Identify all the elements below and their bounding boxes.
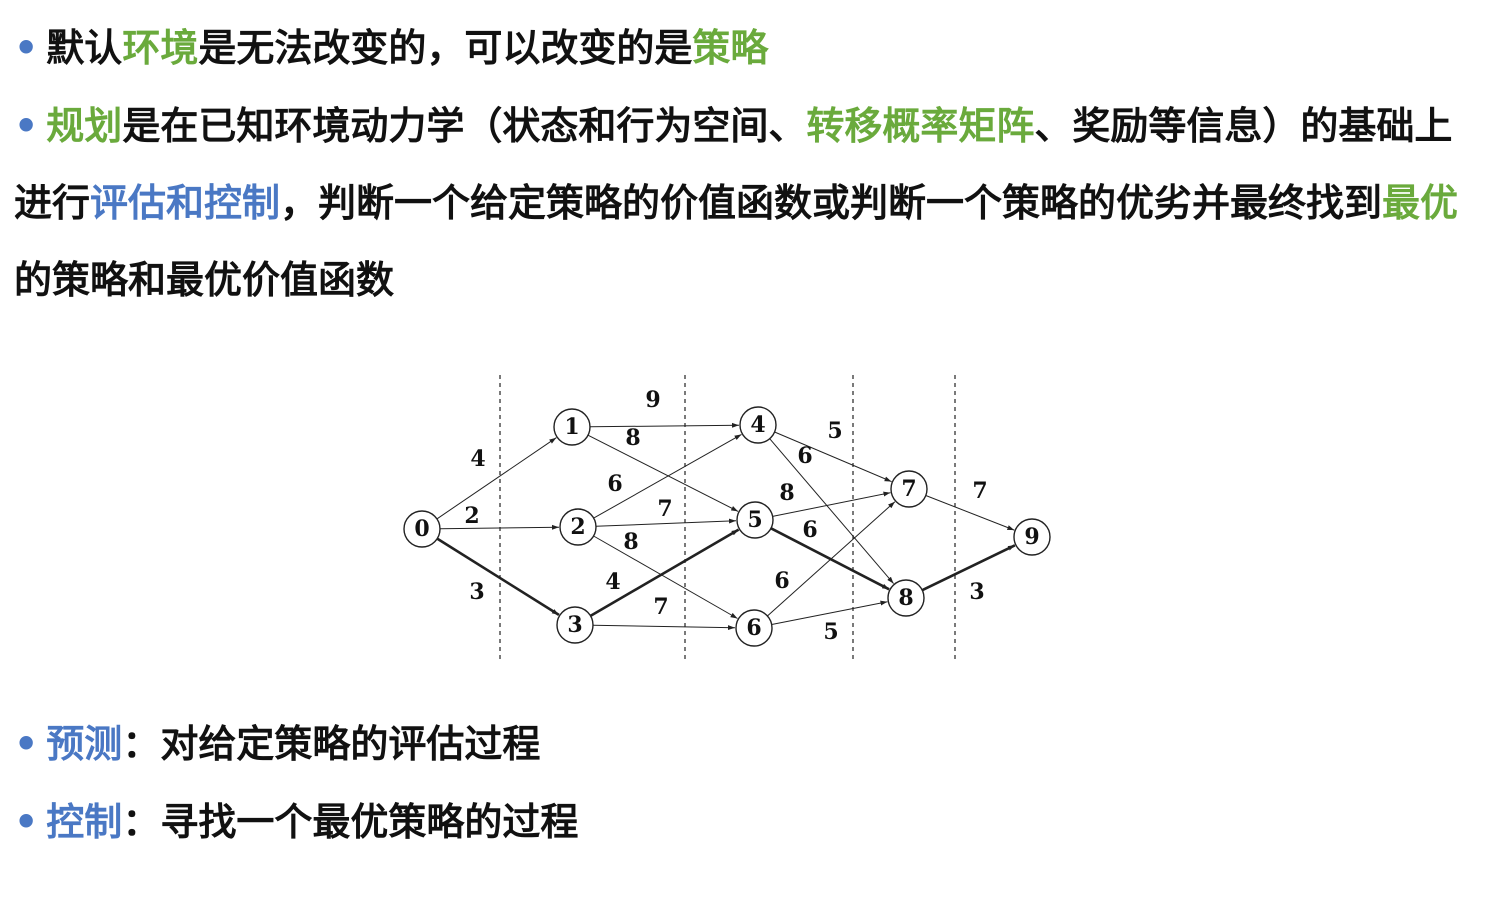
node-circle — [556, 606, 594, 644]
node-label: 0 — [414, 516, 429, 542]
highlight-environment: 环境 — [122, 26, 199, 70]
graph-node-1: 1 — [553, 408, 591, 446]
term-prediction: 预测 — [46, 722, 123, 766]
edge-4-8 — [769, 438, 894, 584]
term-control: 控制 — [46, 800, 123, 844]
node-circle — [403, 510, 441, 548]
bullet-dot: • — [14, 104, 39, 148]
node-label: 3 — [567, 612, 582, 638]
bullet-dot: • — [14, 722, 39, 766]
stage-dividers — [499, 375, 956, 663]
node-label: 8 — [898, 585, 913, 611]
edge-3-5 — [589, 528, 740, 618]
graph-node-9: 9 — [1013, 518, 1051, 556]
node-label: 7 — [901, 476, 916, 502]
node-circle — [559, 508, 597, 546]
edge-weight-3-5: 4 — [605, 569, 620, 595]
edge-4-7 — [774, 431, 892, 483]
edge-5-7 — [772, 491, 891, 517]
edge-weight-3-6: 7 — [653, 594, 668, 620]
edge-weight-7-9: 7 — [972, 478, 987, 504]
edge-weight-5-7: 8 — [779, 480, 794, 506]
graph-node-6: 6 — [735, 609, 773, 647]
node-circle — [887, 579, 925, 617]
node-circle — [739, 406, 777, 444]
edge-weight-1-4: 9 — [645, 387, 660, 413]
graph-node-2: 2 — [559, 508, 597, 546]
highlight-optimal: 最优 — [1382, 181, 1459, 225]
node-circle — [735, 609, 773, 647]
edge-2-5 — [595, 518, 737, 527]
node-label: 5 — [747, 507, 762, 533]
edge-weight-6-8: 5 — [823, 619, 838, 645]
edge-weight-2-6: 8 — [623, 529, 638, 555]
edge-weight-5-8: 6 — [802, 517, 817, 543]
edge-7-9 — [925, 495, 1015, 531]
bullet-dot: • — [14, 26, 39, 70]
text-segment: ，判断一个给定策略的价值函数或判断一个策略的优劣并最终找到 — [280, 181, 1383, 225]
text-segment: 、奖励等信息）的基础上进行 — [14, 104, 1453, 225]
edge-weight-4-7: 5 — [827, 418, 842, 444]
node-label: 1 — [564, 414, 579, 440]
graph-node-7: 7 — [890, 470, 928, 508]
highlight-evaluation-control: 评估和控制 — [90, 181, 281, 225]
graph-node-8: 8 — [887, 579, 925, 617]
node-circle — [890, 470, 928, 508]
bullet-default-environment: •默认环境是无法改变的，可以改变的是策略 — [14, 10, 768, 87]
graph-node-3: 3 — [556, 606, 594, 644]
edge-weight-4-8: 6 — [797, 443, 812, 469]
edge-0-2 — [439, 524, 560, 530]
node-label: 2 — [570, 514, 585, 540]
node-label: 4 — [750, 412, 765, 438]
edge-weight-0-2: 2 — [464, 503, 479, 529]
highlight-policy: 策略 — [692, 26, 769, 70]
edge-1-4 — [589, 422, 740, 428]
edge-0-1 — [436, 437, 557, 520]
node-circle — [1013, 518, 1051, 556]
edge-6-7 — [767, 501, 896, 617]
edge-layer — [436, 422, 1016, 631]
node-circle — [553, 408, 591, 446]
text-segment: 是无法改变的，可以改变的是 — [198, 26, 693, 70]
bullet-planning: •规划是在已知环境动力学（状态和行为空间、转移概率矩阵、奖励等信息）的基础上进行… — [14, 88, 1484, 319]
node-label: 9 — [1024, 524, 1039, 550]
edge-weight-2-4: 6 — [607, 471, 622, 497]
edge-weight-2-5: 7 — [657, 496, 672, 522]
edge-0-3 — [436, 537, 560, 617]
bullet-prediction: •预测：对给定策略的评估过程 — [14, 706, 540, 783]
graph-node-4: 4 — [739, 406, 777, 444]
edge-6-8 — [771, 600, 888, 625]
edge-weight-1-5: 8 — [625, 425, 640, 451]
text-segment: 是在已知环境动力学（状态和行为空间、 — [122, 104, 807, 148]
text-segment: 的策略和最优价值函数 — [14, 258, 395, 302]
bullet-control: •控制：寻找一个最优策略的过程 — [14, 784, 578, 861]
edge-2-6 — [593, 535, 738, 619]
text-segment: 默认 — [46, 26, 123, 70]
highlight-planning: 规划 — [46, 104, 123, 148]
edge-1-5 — [587, 434, 739, 512]
highlight-transition-matrix: 转移概率矩阵 — [806, 104, 1035, 148]
definition-prediction: ：对给定策略的评估过程 — [122, 722, 541, 766]
node-label: 6 — [746, 615, 761, 641]
edge-3-6 — [592, 624, 736, 631]
edge-weight-8-9: 3 — [969, 579, 984, 605]
edge-weight-6-7: 6 — [774, 568, 789, 594]
edge-weight-0-1: 4 — [470, 446, 485, 472]
edge-weight-0-3: 3 — [469, 579, 484, 605]
graph-node-0: 0 — [403, 510, 441, 548]
edge-5-8 — [770, 527, 890, 591]
edge-8-9 — [921, 544, 1016, 592]
definition-control: ：寻找一个最优策略的过程 — [122, 800, 579, 844]
bullet-dot: • — [14, 800, 39, 844]
graph-node-5: 5 — [736, 501, 774, 539]
node-circle — [736, 501, 774, 539]
edge-2-4 — [593, 433, 742, 519]
